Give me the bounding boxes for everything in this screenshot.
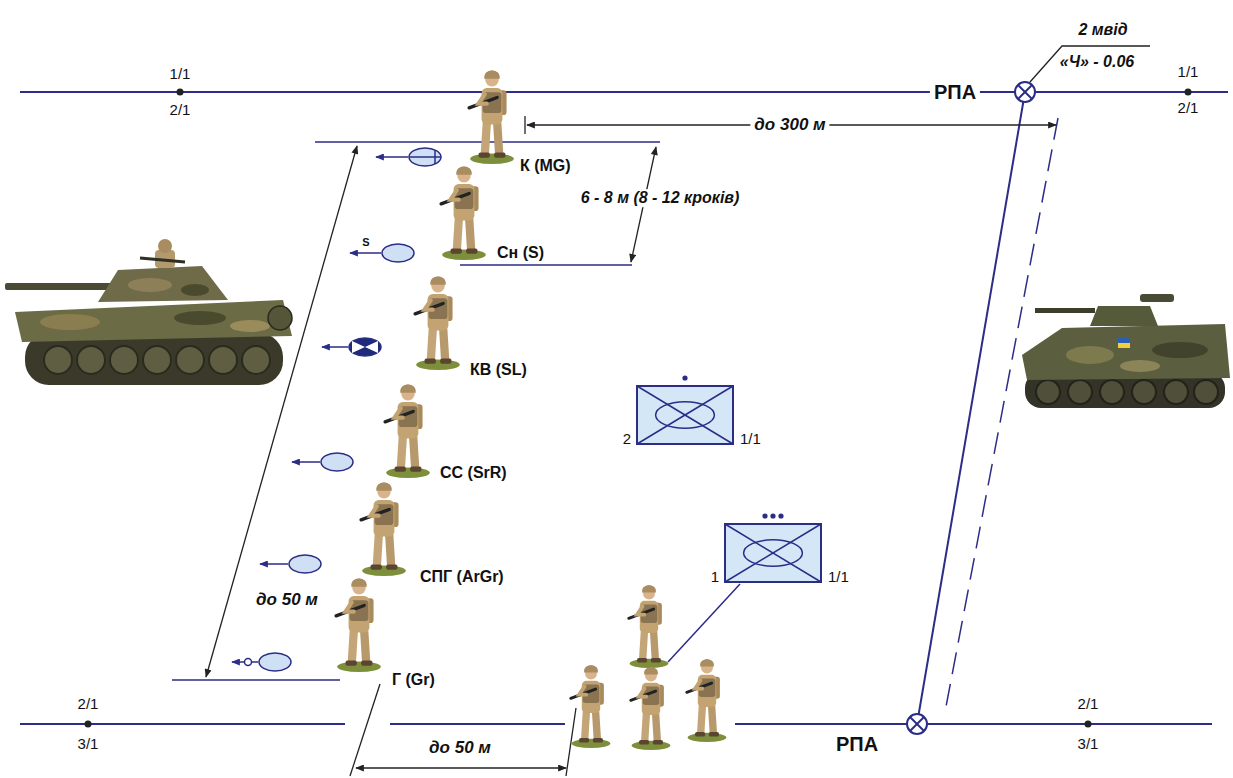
- leader-line: [668, 584, 740, 662]
- unit-frame: [725, 524, 821, 582]
- unit-symbol: 11/1: [724, 523, 822, 583]
- soldier-label: К (MG): [520, 157, 571, 175]
- dashed-line: [945, 118, 1058, 712]
- boundary-number: 3/1: [1078, 736, 1099, 753]
- boundary-line: [20, 92, 1228, 724]
- unit-frame: [637, 386, 733, 444]
- armour-mark: [656, 402, 715, 428]
- formation-line: [172, 142, 660, 680]
- boundary-number: 1/1: [170, 66, 191, 83]
- soldier-label: Г (Gr): [392, 671, 435, 689]
- armour-mark: [744, 540, 803, 566]
- infantry-cross: [637, 386, 733, 444]
- callout-note: 2 мвід: [1078, 21, 1127, 39]
- infantry-cross: [725, 524, 821, 582]
- fire-symbol: [232, 148, 441, 671]
- dimension-arrow: [525, 116, 1056, 134]
- leader-line: [1030, 46, 1150, 82]
- boundary-point: [85, 89, 1192, 728]
- control-point-label: РПА: [930, 81, 980, 103]
- dimension-label: 6 - 8 м (8 - 12 кроків): [577, 189, 744, 207]
- boundary-number: 1/1: [1178, 64, 1199, 81]
- dimension-label: до 50 м: [252, 591, 322, 610]
- control-line: [917, 92, 1025, 724]
- echelon-dot: [778, 513, 783, 518]
- unit-number: 1: [711, 569, 719, 586]
- dimension-label: до 300 м: [750, 116, 829, 135]
- boundary-number: 2/1: [1078, 696, 1099, 713]
- boundary-number: 2/1: [1178, 100, 1199, 117]
- control-point-label: РПА: [836, 733, 878, 755]
- control-point-symbol: [907, 82, 1035, 734]
- unit-number: 1/1: [740, 431, 761, 448]
- ifv-illustration: [1022, 294, 1230, 408]
- echelon-dot: [682, 375, 687, 380]
- echelon-dot: [770, 513, 775, 518]
- dimension-arrow: [206, 146, 357, 677]
- unit-symbol-outline: [724, 523, 822, 583]
- infantry-cross: [637, 386, 733, 444]
- soldier-label: Сн (S): [497, 244, 544, 262]
- unit-number: 1/1: [828, 569, 849, 586]
- soldier-label: СПГ (ArGr): [420, 568, 504, 586]
- boundary-number: 2/1: [78, 696, 99, 713]
- weapon-mark: S: [362, 236, 369, 248]
- soldier-label: СС (SrR): [440, 464, 507, 482]
- boundary-number: 3/1: [78, 736, 99, 753]
- unit-symbol-outline: [636, 385, 734, 445]
- unit-number: 2: [623, 431, 631, 448]
- soldier-label: КВ (SL): [470, 361, 527, 379]
- infantry-cross: [725, 524, 821, 582]
- unit-symbol: 21/1: [636, 385, 734, 445]
- tank-illustration: [5, 239, 292, 385]
- callout-note: «Ч» - 0.06: [1060, 53, 1134, 71]
- dimension-label: до 50 м: [425, 739, 495, 758]
- echelon-dot: [762, 513, 767, 518]
- boundary-number: 2/1: [170, 102, 191, 119]
- dimension-arrow: [350, 684, 576, 776]
